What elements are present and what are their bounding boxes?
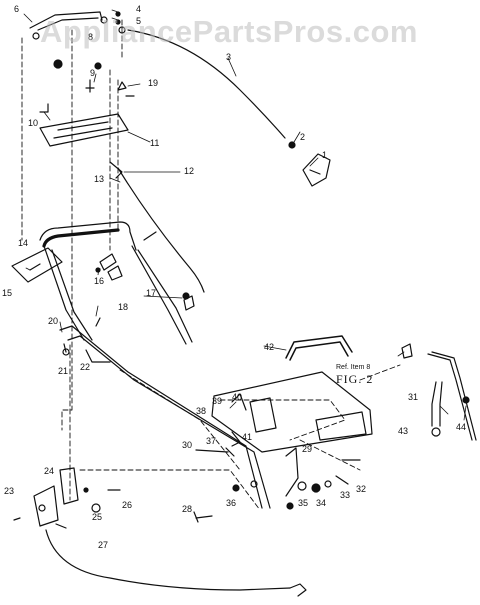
callout-number: 31 <box>408 392 418 402</box>
callout-number: 15 <box>2 288 12 298</box>
callout-number: 19 <box>148 78 158 88</box>
callout-number: 1 <box>322 150 327 160</box>
callout-number: 12 <box>184 166 194 176</box>
callout-number: 16 <box>94 276 104 286</box>
callout-number: 23 <box>4 486 14 496</box>
mounting-plate <box>39 113 129 147</box>
lower-bracket <box>13 467 121 529</box>
callout-number: 4 <box>136 4 141 14</box>
callout-number: 21 <box>58 366 68 376</box>
cable-end <box>288 141 296 149</box>
callout-number: 35 <box>298 498 308 508</box>
callout-number: 28 <box>182 504 192 514</box>
throttle-cable <box>117 167 205 293</box>
callout-number: 26 <box>122 500 132 510</box>
callout-number: 8 <box>88 32 93 42</box>
right-linkage <box>401 343 477 441</box>
callout-number: 29 <box>302 444 312 454</box>
callout-numbers: 1 2 3 4 5 6 7 8 9 10 11 12 13 14 15 16 1… <box>2 4 466 550</box>
callout-number: 5 <box>136 16 141 26</box>
callout-leaders <box>23 9 467 421</box>
callout-number: 6 <box>14 4 19 14</box>
callout-number: 9 <box>90 68 95 78</box>
small-parts-mid <box>95 231 195 311</box>
callout-number: 37 <box>206 436 216 446</box>
callout-number: 18 <box>118 302 128 312</box>
crossbar <box>285 335 353 361</box>
callout-number: 33 <box>340 490 350 500</box>
callout-number: 38 <box>196 406 206 416</box>
callout-number: 36 <box>226 498 236 508</box>
lower-handle <box>59 317 271 509</box>
callout-number: 32 <box>356 484 366 494</box>
callout-number: 17 <box>146 288 156 298</box>
bracket-bolt <box>32 32 40 40</box>
callout-number: 7 <box>96 267 101 277</box>
callout-number: 14 <box>18 238 28 248</box>
upper-handle <box>39 221 193 345</box>
switch-box <box>302 153 331 187</box>
callout-number: 27 <box>98 540 108 550</box>
callout-number: 11 <box>150 138 159 148</box>
callout-number: 22 <box>80 362 90 372</box>
callout-number: 43 <box>398 426 408 436</box>
callout-number: 44 <box>456 422 466 432</box>
callout-number: 3 <box>226 52 231 62</box>
callout-number: 34 <box>316 498 326 508</box>
callout-number: 24 <box>44 466 54 476</box>
callout-number: 13 <box>94 174 104 184</box>
callout-number: 20 <box>48 316 58 326</box>
figure-reference: Ref. Item 8 <box>336 364 371 371</box>
handle-bracket <box>29 11 103 31</box>
callout-number: 10 <box>28 118 38 128</box>
callout-number: 2 <box>300 132 305 142</box>
side-plate <box>11 247 63 283</box>
callout-number: 39 <box>212 396 222 406</box>
callout-number: 30 <box>182 440 192 450</box>
callout-number: 42 <box>264 342 274 352</box>
control-cable <box>127 29 286 139</box>
callout-number: 41 <box>242 432 252 442</box>
callout-number: 40 <box>232 392 242 402</box>
hardware-cluster <box>39 11 135 113</box>
center-hardware <box>193 431 361 523</box>
lower-cable <box>45 529 291 591</box>
bracket-bolt <box>100 16 108 24</box>
callout-number: 25 <box>92 512 102 522</box>
figure-label: FIG. 2 <box>336 372 374 386</box>
fig2-inset <box>211 371 373 453</box>
